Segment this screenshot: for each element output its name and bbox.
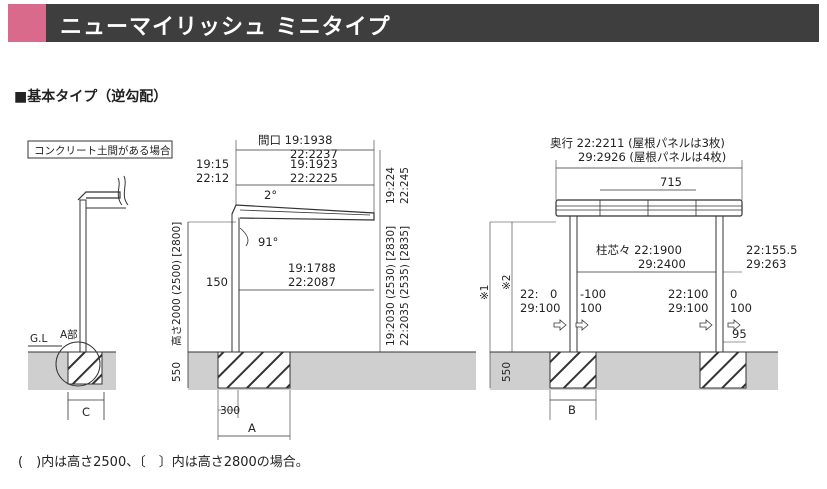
angle-label: 91° <box>258 235 278 249</box>
title-bar: ニューマイリッシュ ミニタイプ <box>8 4 819 42</box>
post-middle <box>231 213 240 353</box>
post-right-2 <box>715 215 724 353</box>
offset-1: 19:15 <box>196 157 229 171</box>
foundation-middle <box>217 351 291 389</box>
page-title: ニューマイリッシュ ミニタイプ <box>60 15 391 40</box>
right-offset-1: 22:100 <box>668 287 708 301</box>
foundation-left <box>67 351 103 385</box>
side-2: 29:263 <box>746 257 786 271</box>
footnote: ( )内は高さ2500、〔 〕内は高さ2800の場合。 <box>18 455 309 470</box>
arrow-left-icon-2 <box>699 319 713 331</box>
post-2: 22:2087 <box>288 275 336 289</box>
inner-1: 19:1923 <box>290 157 338 171</box>
arrow-right-icon-2 <box>727 319 741 331</box>
dim-95: 95 <box>732 327 747 341</box>
part-a-label: A部 <box>60 328 78 341</box>
note-box-label: コンクリート土間がある場合 <box>34 144 171 157</box>
right-offset-2: 29:100 <box>668 301 708 315</box>
post-left <box>79 199 87 353</box>
post-1: 19:1788 <box>288 261 336 275</box>
side-1: 22:155.5 <box>746 243 797 257</box>
note-2: ※2 <box>501 275 513 290</box>
title-accent <box>8 4 46 42</box>
center-1: 柱芯々 22:1900 <box>596 243 682 257</box>
middle-diagram: 間口 19:1938 22:2237 19:1923 22:2225 19:15… <box>170 133 476 440</box>
left-diagram: コンクリート土間がある場合 G.L A部 C <box>27 140 173 420</box>
offset-2: 22:12 <box>196 171 229 185</box>
dim-b: B <box>568 403 576 417</box>
center-2: 29:2400 <box>638 257 686 271</box>
arrow-left-icon <box>553 319 567 331</box>
gl-label: G.L <box>30 333 47 345</box>
arrow-right-icon <box>575 319 589 331</box>
right-vert-1: 19:224 <box>385 167 397 204</box>
left-offset-2: 29:100 <box>520 301 560 315</box>
right-offset-2b: 100 <box>730 301 752 315</box>
dim-150: 150 <box>206 275 228 289</box>
right-diagram: 奥行 22:2211 (屋根パネルは3枚) 29:2926 (屋根パネルは4枚)… <box>479 136 797 420</box>
maguchi-2: 22:2237 <box>290 147 338 161</box>
note-box <box>27 140 173 159</box>
foundation-right-2 <box>699 351 747 389</box>
maguchi-1: 間口 19:1938 <box>258 133 332 147</box>
dim-715: 715 <box>660 175 682 189</box>
dim-300: 300 <box>220 405 240 417</box>
right-vert-2: 22:245 <box>399 167 411 204</box>
dim-550-left: 550 <box>171 362 183 382</box>
slope-label: 2° <box>264 188 277 202</box>
height-vert-2: 22:2035 (2535) [2835] <box>399 226 411 346</box>
height-vertical: 高さ2000 (2500) [2800] <box>170 222 183 346</box>
post-right-1 <box>569 215 578 353</box>
dim-a: A <box>248 421 256 435</box>
left-offset-2b: 100 <box>580 301 602 315</box>
dim-c: C <box>82 405 90 419</box>
left-offset-1: 22: 0 <box>520 287 557 301</box>
depth-2: 29:2926 (屋根パネルは4枚) <box>578 150 726 164</box>
section-heading: ■基本タイプ（逆勾配） <box>14 89 168 105</box>
dim-550-right: 550 <box>501 362 513 382</box>
depth-1: 奥行 22:2211 (屋根パネルは3枚) <box>550 136 725 150</box>
roof-right <box>555 199 743 217</box>
foundation-right-1 <box>549 351 597 389</box>
left-offset-1b: -100 <box>580 287 606 301</box>
height-vert-1: 19:2030 (2530) [2830] <box>385 226 397 346</box>
right-offset-1b: 0 <box>730 287 737 301</box>
inner-2: 22:2225 <box>290 171 338 185</box>
note-1: ※1 <box>479 285 491 300</box>
